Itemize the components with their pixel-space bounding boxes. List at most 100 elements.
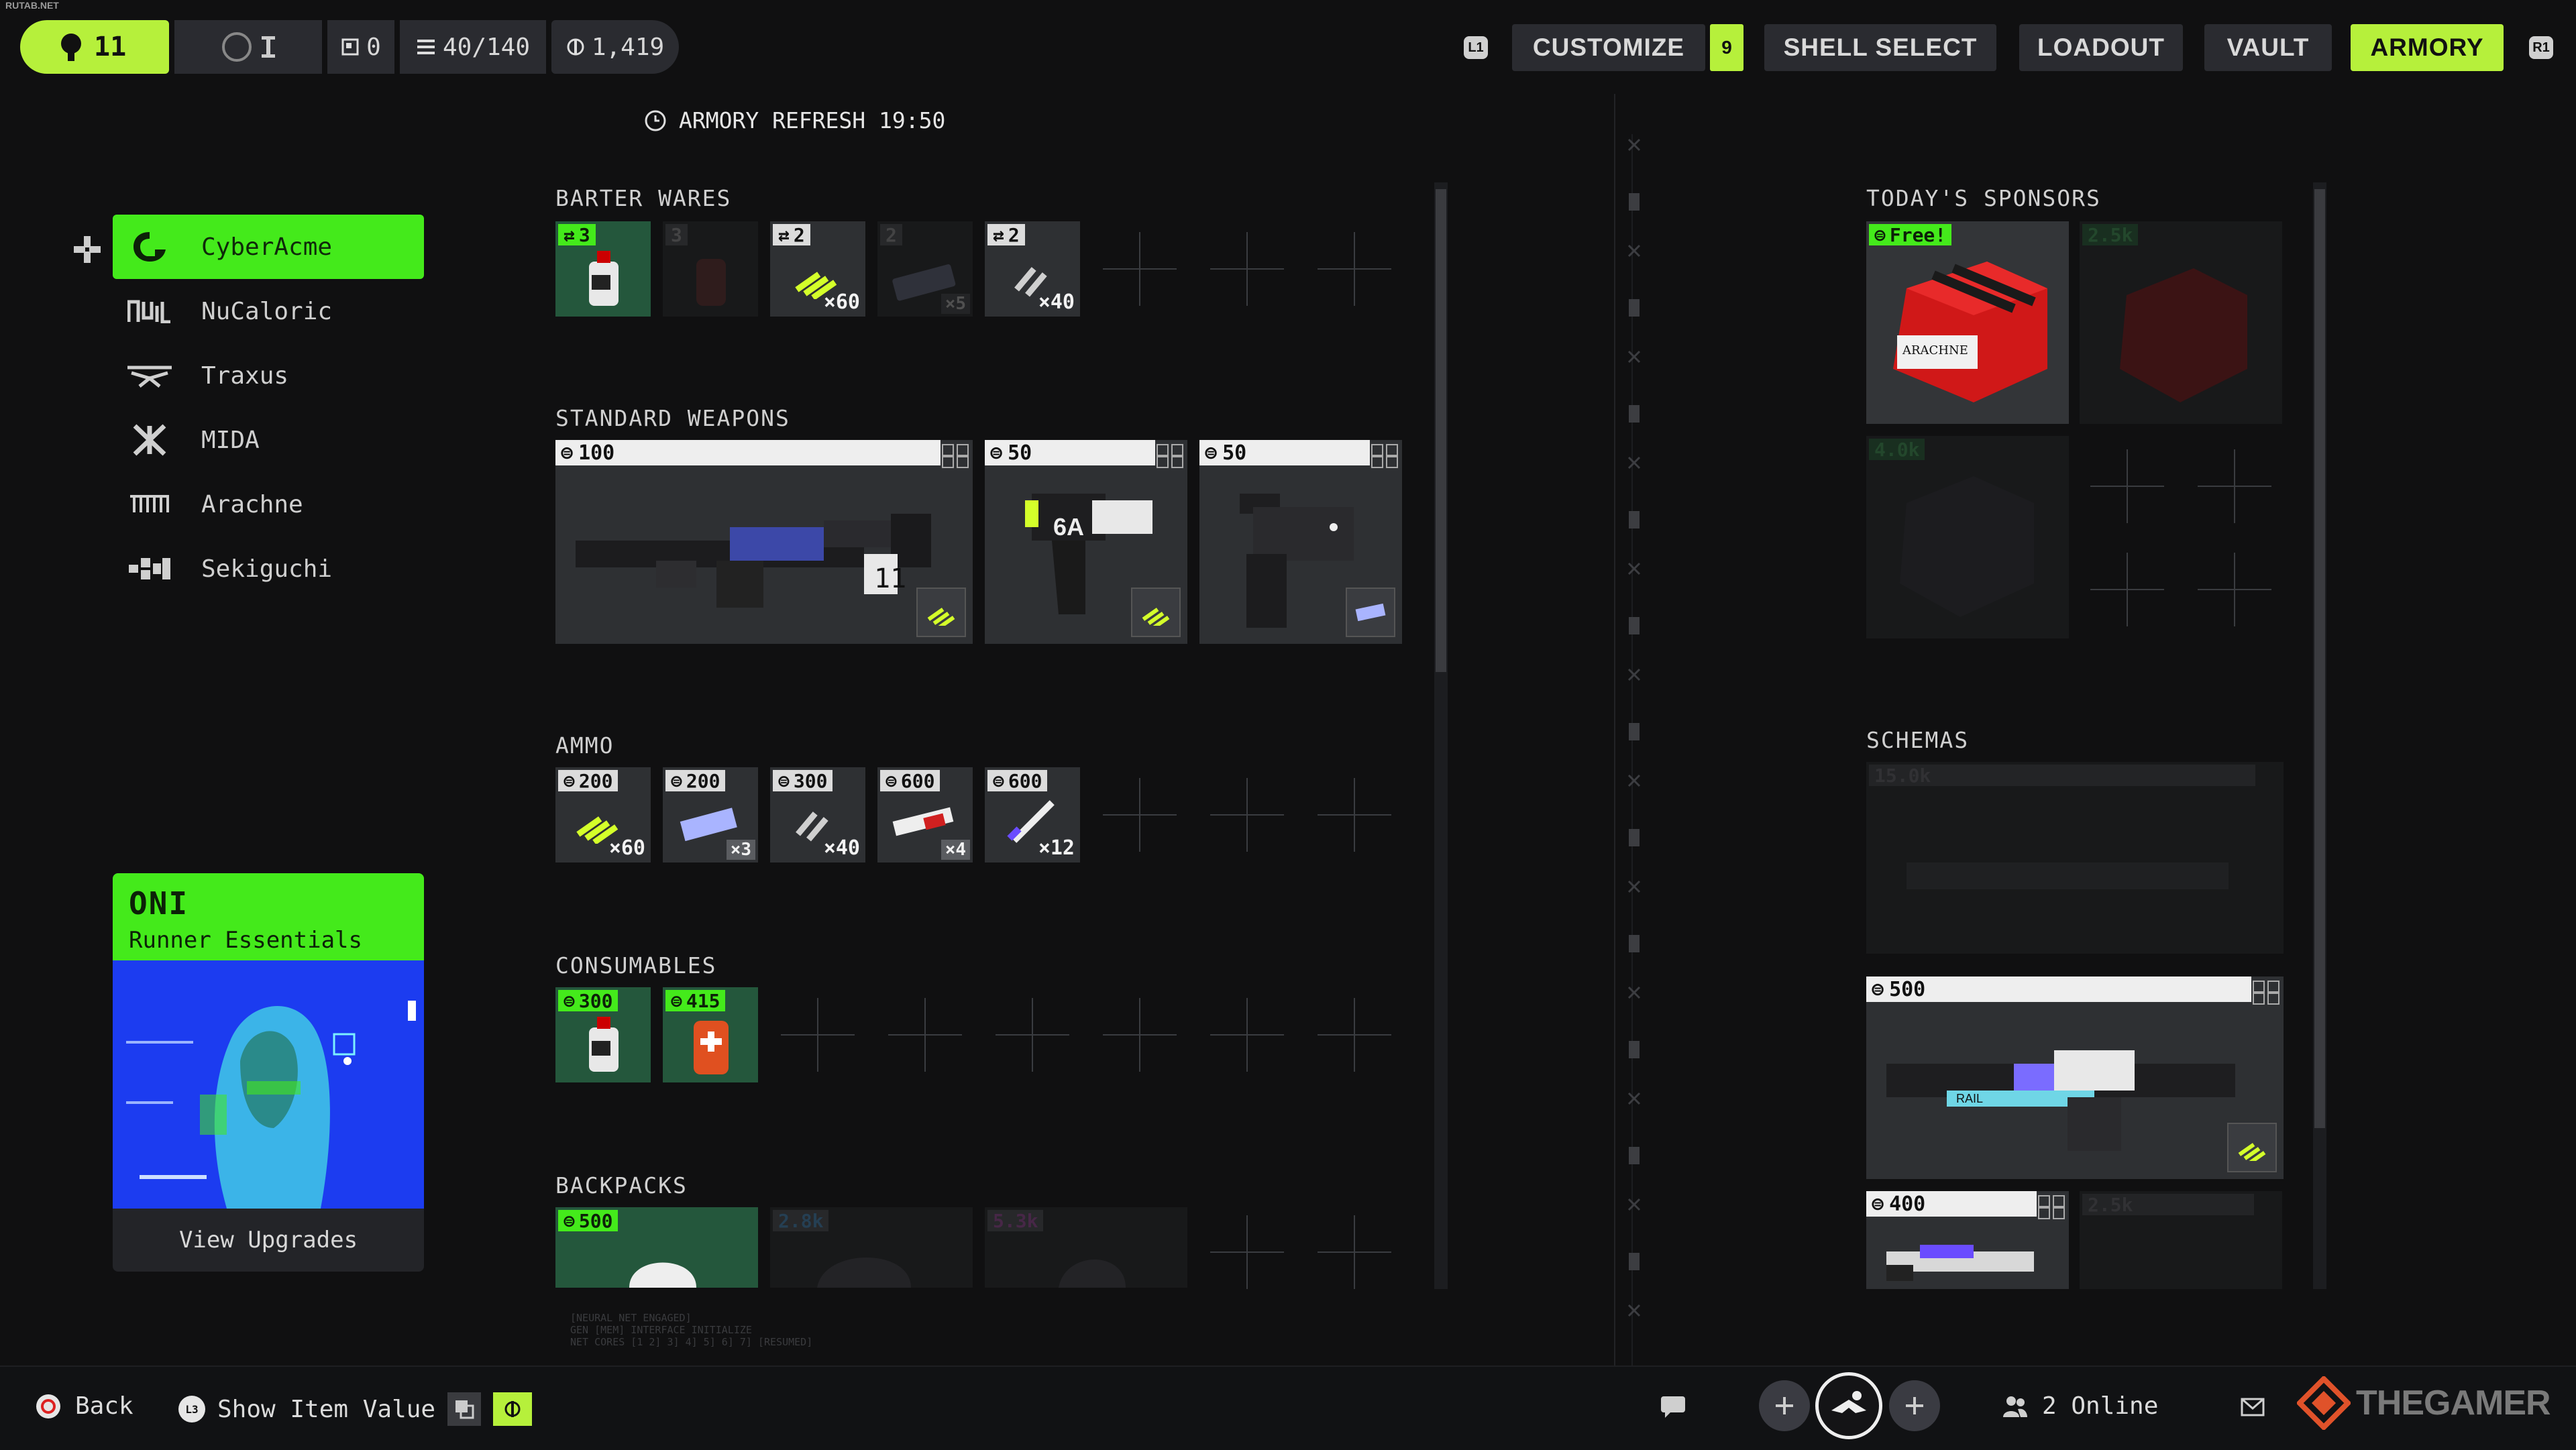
weapon-item-1[interactable]: ⊜100 11: [555, 440, 973, 644]
yellow-ammo-icon: [927, 608, 955, 626]
empty-slot: [2090, 553, 2164, 626]
player-avatar[interactable]: [1815, 1372, 1882, 1439]
empty-slot: [1318, 998, 1391, 1072]
mida-icon: [133, 424, 166, 456]
backpack-item-1[interactable]: ⊜500: [555, 1207, 758, 1288]
sponsor-item-2-locked[interactable]: 2.5k: [2080, 221, 2282, 424]
empty-slot: [1103, 232, 1177, 306]
smg-schema-image: [1886, 1245, 2034, 1281]
shotgun-shell-image: [892, 807, 954, 836]
r1-bumper-icon[interactable]: R1: [2529, 36, 2553, 59]
tab-shell-select[interactable]: SHELL SELECT: [1764, 24, 1996, 71]
ammo-item-1[interactable]: ⊜200 ×60: [555, 767, 651, 862]
weapon-item-2[interactable]: ⊜50 6A: [985, 440, 1187, 644]
schema-item-small[interactable]: ⊜400: [1866, 1191, 2069, 1289]
ammo-item-5[interactable]: ⊜600 ×12: [985, 767, 1080, 862]
barter-item-5[interactable]: ⇄2 ×40: [985, 221, 1080, 317]
yellow-ammo-icon: [2238, 1143, 2266, 1161]
energy-cell-image: [680, 807, 737, 842]
brand-mida[interactable]: MIDA: [113, 408, 424, 472]
backpack-item-3-locked[interactable]: 5.3k: [985, 1207, 1187, 1288]
debug-readout: [NEURAL NET ENGAGED] GEN [MEM] INTERFACE…: [570, 1312, 813, 1348]
empty-slot: [2090, 449, 2164, 523]
level-badge[interactable]: 11: [20, 20, 169, 74]
schemas-title: SCHEMAS: [1866, 727, 1970, 753]
empty-slot: [2198, 553, 2271, 626]
credits-icon: ⊜: [1872, 1192, 1884, 1216]
locked-item-image: [696, 259, 726, 306]
box-icon: [341, 38, 359, 56]
weapon-item-3[interactable]: ⊜50: [1199, 440, 1402, 644]
credits-icon: ⊜: [993, 769, 1004, 792]
middle-scrollbar-thumb[interactable]: [1436, 189, 1446, 672]
thegamer-logo-icon: [2297, 1376, 2351, 1430]
runner-level-icon: [61, 34, 81, 61]
brand-traxus[interactable]: Traxus: [113, 343, 424, 408]
brand-arachne[interactable]: Arachne: [113, 472, 424, 537]
barter-item-1[interactable]: ⇄3: [555, 221, 651, 317]
barter-qty: ×60: [823, 290, 860, 314]
brand-sekiguchi[interactable]: Sekiguchi: [113, 537, 424, 601]
consumable-item-2[interactable]: ⊜415: [663, 987, 758, 1082]
ammo-type-badge: [916, 588, 966, 637]
sponsor-item-3-locked[interactable]: 4.0k: [1866, 436, 2069, 638]
backpack-image: [1059, 1260, 1126, 1288]
white-backpack-image: [629, 1262, 696, 1288]
credits-icon: ⊜: [885, 769, 897, 792]
armory-refresh-timer: ARMORY REFRESH 19:50: [679, 107, 946, 133]
credits-icon: ⊜: [1205, 441, 1218, 465]
backpack-item-2-locked[interactable]: 2.8k: [770, 1207, 973, 1288]
brand-nucaloric[interactable]: NuCaloric: [113, 279, 424, 343]
tab-customize[interactable]: CUSTOMIZE: [1512, 24, 1705, 71]
brand-cyberacme[interactable]: CyberAcme: [113, 215, 424, 279]
tab-vault[interactable]: VAULT: [2204, 24, 2332, 71]
l1-bumper-icon[interactable]: L1: [1464, 36, 1488, 59]
schema-item-locked[interactable]: 15.0k: [1866, 762, 2284, 954]
stat-box-counter: 0: [327, 20, 394, 74]
online-friends[interactable]: 2 Online: [2002, 1392, 2158, 1420]
prestige-bar-icon: [262, 36, 275, 58]
add-friend-left-button[interactable]: [1759, 1380, 1810, 1431]
sponsor-item-free[interactable]: ⊜Free! ARACHNE: [1866, 221, 2069, 424]
copy-icon: [447, 1392, 482, 1426]
barter-item-2-locked[interactable]: 3: [663, 221, 758, 317]
empty-slot: [1103, 778, 1177, 852]
empty-slot: [1318, 778, 1391, 852]
empty-slot: [1210, 778, 1284, 852]
back-button[interactable]: Back: [35, 1392, 133, 1420]
barter-icon: ⇄: [564, 223, 575, 246]
plus-icon: [1776, 1397, 1793, 1414]
watermark-top: RUTAB.NET: [5, 0, 59, 11]
credits-icon: ⊜: [564, 1209, 575, 1232]
tab-loadout[interactable]: LOADOUT: [2019, 24, 2183, 71]
schema-item-small-locked[interactable]: 2.5k: [2080, 1191, 2282, 1289]
level-value: 11: [94, 32, 127, 62]
ammo-item-4[interactable]: ⊜600 ×4: [877, 767, 973, 862]
prestige-badge[interactable]: [174, 20, 322, 74]
heavy-rounds-image: [796, 812, 828, 842]
schema-item-rifle[interactable]: ⊜500 RAIL: [1866, 977, 2284, 1179]
energy-cell-icon: [1355, 603, 1386, 622]
barter-item-3[interactable]: ⇄2 ×60: [770, 221, 865, 317]
sekiguchi-icon: [129, 558, 170, 579]
barter-item-4-locked[interactable]: 2 ×5: [877, 221, 973, 317]
oni-card[interactable]: ONI Runner Essentials View Upgrades: [113, 873, 424, 1272]
canister-image: [589, 1017, 619, 1072]
show-item-value-button[interactable]: L3 Show Item Value: [178, 1392, 533, 1426]
chat-icon[interactable]: [1660, 1395, 1686, 1422]
pistol-image: 6A: [1025, 494, 1152, 614]
right-scrollbar-thumb[interactable]: [2314, 189, 2325, 1128]
add-friend-right-button[interactable]: [1889, 1380, 1940, 1431]
tab-armory[interactable]: ARMORY: [2351, 24, 2504, 71]
mail-icon[interactable]: [2241, 1398, 2265, 1419]
ammo-item-3[interactable]: ⊜300 ×40: [770, 767, 865, 862]
middle-scrollbar[interactable]: [1434, 182, 1448, 1289]
view-upgrades-button[interactable]: View Upgrades: [178, 1227, 358, 1253]
consumable-item-1[interactable]: ⊜300: [555, 987, 651, 1082]
credits-toggle-icon[interactable]: [493, 1392, 533, 1426]
sniper-round-image: [1007, 800, 1055, 843]
locked-schema-image: [1907, 862, 2229, 889]
right-scrollbar[interactable]: [2313, 182, 2326, 1289]
ammo-item-2[interactable]: ⊜200 ×3: [663, 767, 758, 862]
l3-button-icon: L3: [178, 1396, 205, 1423]
